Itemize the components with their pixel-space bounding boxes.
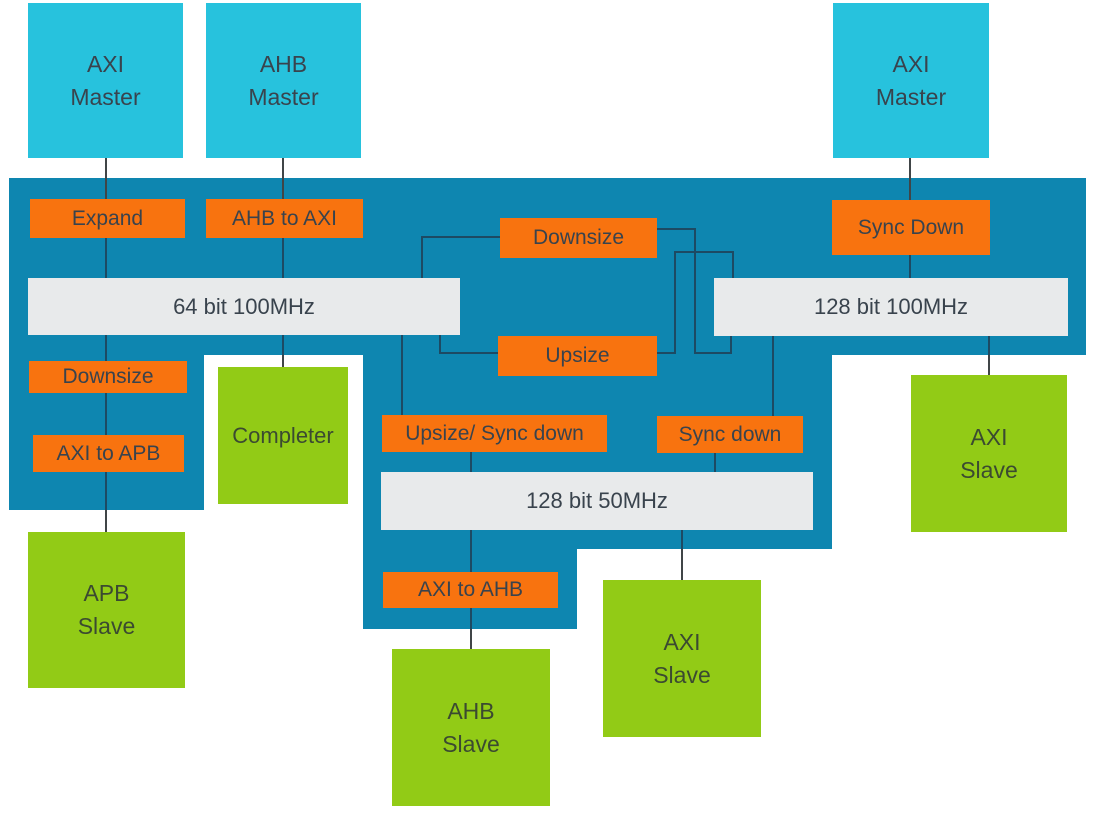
wire-downsize-right-h2 [694,352,732,354]
wire-ahbtoaxi-to-bus64 [282,238,284,278]
wire-upsize-right-v1 [674,251,676,354]
wire-bus50-down-right [681,530,683,549]
axi-to-apb-bridge: AXI to APB [33,435,184,472]
wire-to-axi-slave-center [681,549,683,580]
ahb-to-axi-bridge: AHB to AXI [206,199,363,238]
wire-upsize-right-h2 [674,251,734,253]
wire-upsize-right-v2 [732,251,734,278]
sync-down-right-bridge: Sync Down [832,200,990,255]
wire-bus50-to-axitoahb [470,530,472,572]
ahb-slave-box: AHB Slave [392,649,550,806]
wire-downsize-left-elbow-h [421,236,500,238]
upsize-bridge: Upsize [498,336,657,376]
wire-downsize-right-h1 [657,228,696,230]
axi-to-ahb-bridge: AXI to AHB [383,572,558,608]
expand-bridge: Expand [30,199,185,238]
wire-sync-down-mid-to-bus50 [714,453,716,473]
wire-downsize-right-v1 [694,228,696,354]
wire-syncdown-to-bus128 [909,255,911,278]
wire-to-axi-slave-right [988,355,990,375]
axi-master-right-box: AXI Master [833,3,989,158]
ahb-master-box: AHB Master [206,3,361,158]
upsize-sync-down-bridge: Upsize/ Sync down [382,415,607,452]
wire-axitoapb-down [105,472,107,510]
wire-upsize-right-h1 [657,352,676,354]
bus-128bit-50mhz: 128 bit 50MHz [381,472,813,530]
wire-upsize-left-elbow-v [439,335,441,354]
wire-downsize-left-to-axitoapb [105,393,107,435]
wire-axi-master-left-to-expand [105,158,107,199]
axi-master-left-box: AXI Master [28,3,183,158]
wire-to-completer [282,355,284,367]
wire-ahb-master-to-ahb-to-axi [282,158,284,199]
wire-bus64-to-downsize-left [105,335,107,361]
axi-slave-right-box: AXI Slave [911,375,1067,532]
apb-slave-box: APB Slave [28,532,185,688]
downsize-left-bridge: Downsize [29,361,187,393]
bus-64bit-100mhz: 64 bit 100MHz [28,278,460,335]
axi-slave-center-box: AXI Slave [603,580,761,737]
wire-to-apb-slave [105,510,107,532]
wire-bus128-down-right [988,336,990,355]
wire-bus64-to-completer [282,335,284,355]
wire-upsize-left-elbow-h [439,352,498,354]
wire-to-ahb-slave [470,629,472,649]
wire-bus64-to-upsize-sync-down [401,335,403,415]
wire-upsize-sync-down-to-bus50 [470,452,472,473]
wire-downsize-left-elbow-v [421,236,423,278]
wire-bus128-to-sync-down-mid [772,336,774,416]
bus-128bit-100mhz: 128 bit 100MHz [714,278,1068,336]
sync-down-mid-bridge: Sync down [657,416,803,453]
wire-expand-to-bus64 [105,238,107,278]
wire-axitoahb-down [470,608,472,629]
completer-box: Completer [218,367,348,504]
wire-downsize-right-v2 [730,336,732,354]
wire-axi-master-right-to-sync-down [909,158,911,200]
downsize-center-bridge: Downsize [500,218,657,258]
